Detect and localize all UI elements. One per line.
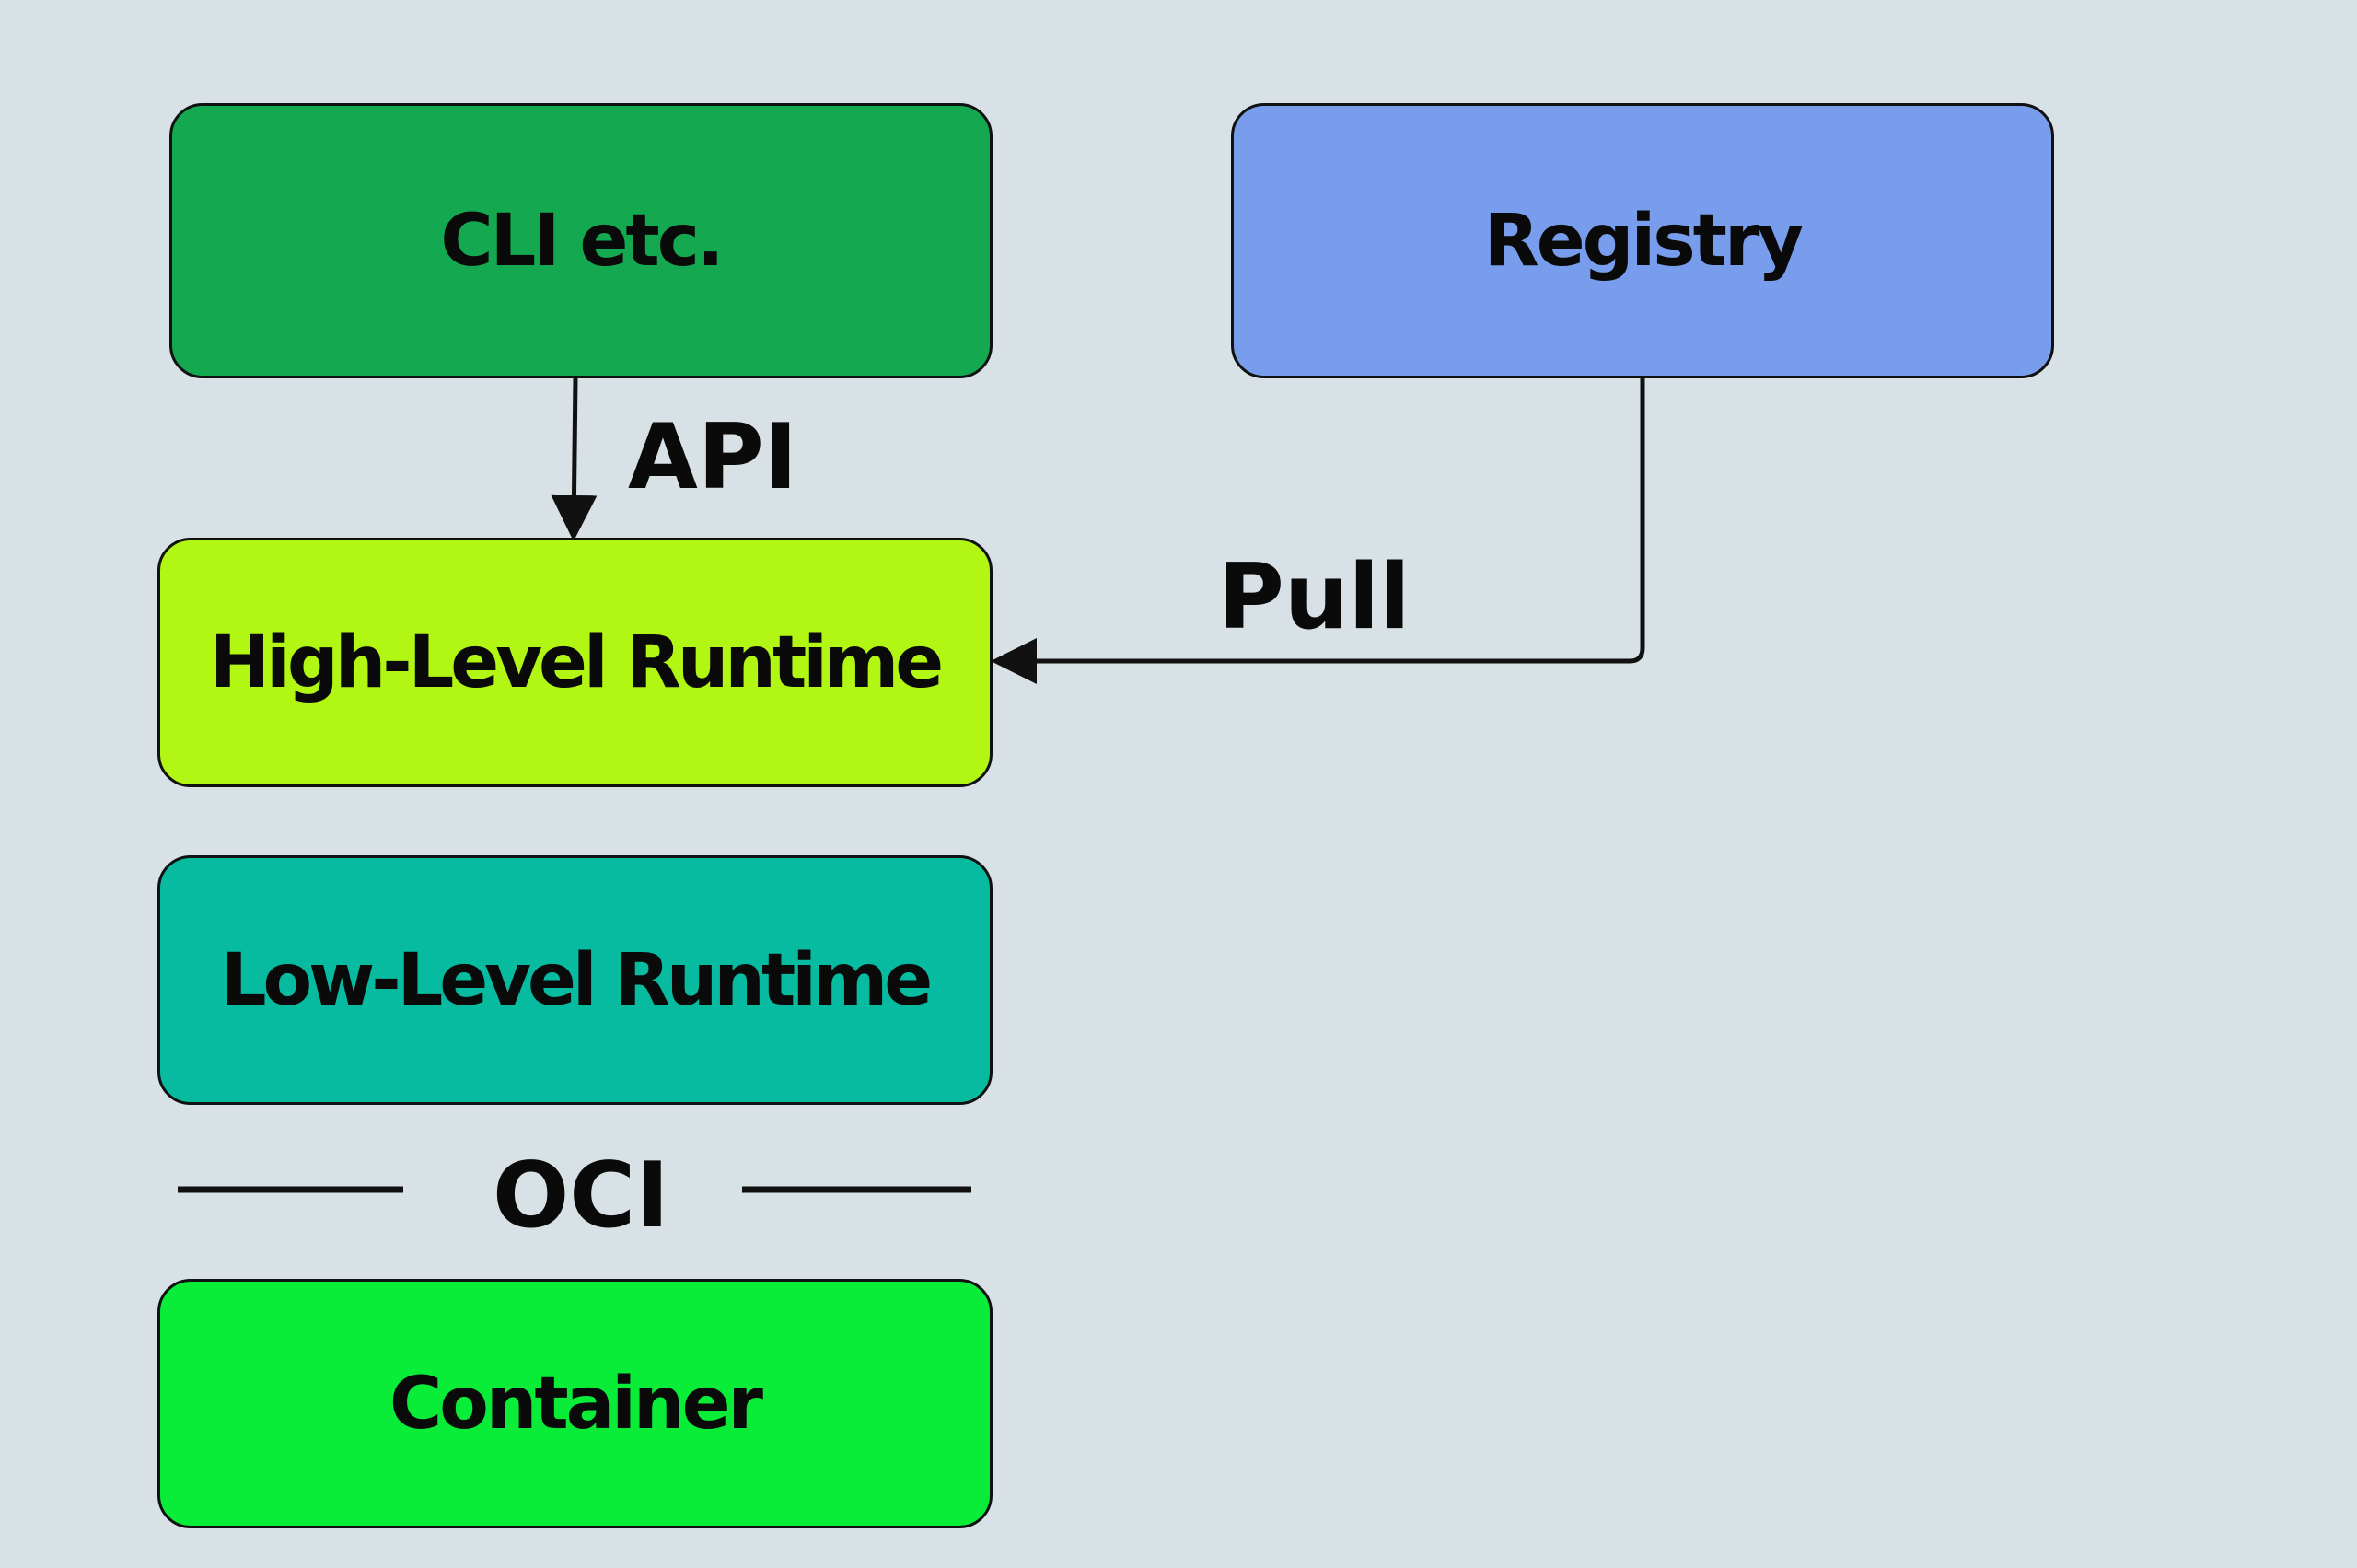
- registry-node: Registry: [1231, 103, 2054, 378]
- registry-node-label: Registry: [1483, 199, 1805, 283]
- high-level-runtime-node: High-Level Runtime: [157, 538, 993, 787]
- low-level-runtime-label: Low-Level Runtime: [220, 938, 933, 1022]
- high-level-runtime-label: High-Level Runtime: [209, 621, 944, 704]
- pull-edge-label: Pull: [1218, 545, 1411, 650]
- cli-node-label: CLI etc.: [440, 199, 724, 283]
- container-node: Container: [157, 1279, 993, 1528]
- low-level-runtime-node: Low-Level Runtime: [157, 855, 993, 1105]
- container-node-label: Container: [389, 1362, 763, 1446]
- oci-separator-label: OCI: [493, 1144, 669, 1249]
- pull-arrow: [991, 378, 1645, 684]
- cli-node: CLI etc.: [169, 103, 993, 378]
- api-edge-label: API: [628, 405, 798, 510]
- api-arrow: [551, 377, 598, 541]
